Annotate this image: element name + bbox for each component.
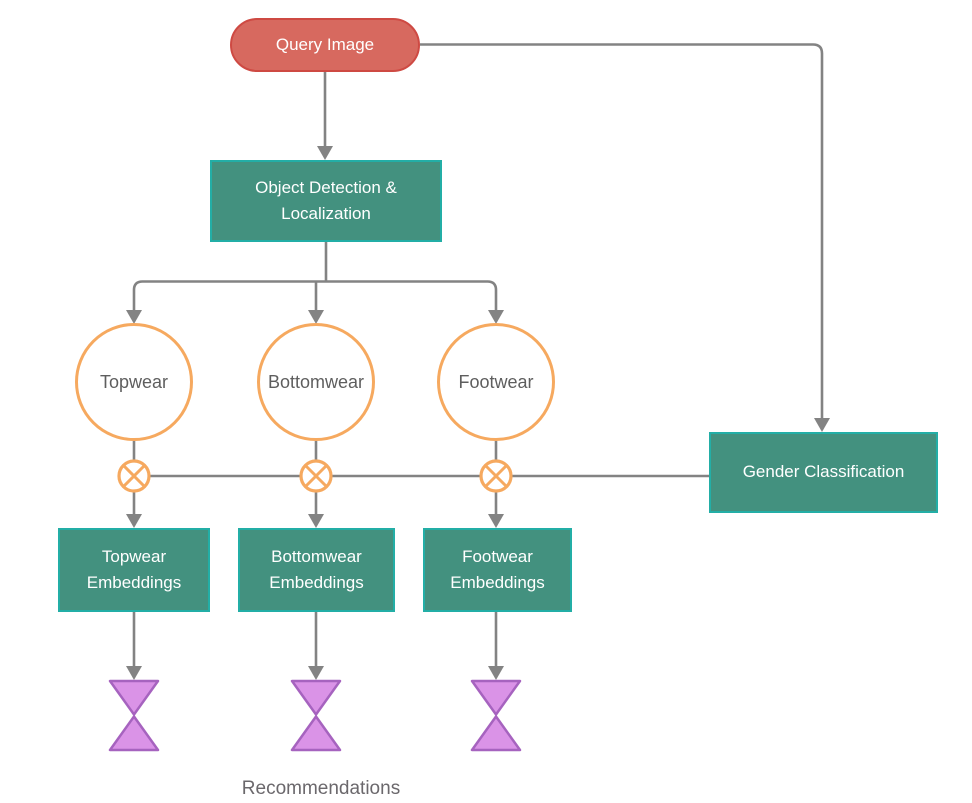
hourglass-icon <box>290 679 342 752</box>
arrowhead-icon <box>126 310 142 324</box>
node-object-detection-label: Object Detection & Localization <box>255 177 397 223</box>
node-gender-classification: Gender Classification <box>709 432 938 513</box>
arrowhead-icon <box>488 514 504 528</box>
node-query-image: Query Image <box>230 18 420 72</box>
hourglass-icon <box>108 679 160 752</box>
node-topwear-embeddings: Topwear Embeddings <box>58 528 210 612</box>
node-footwear: Footwear <box>437 323 555 441</box>
arrowhead-icon <box>488 310 504 324</box>
hourglass-icon <box>470 679 522 752</box>
node-footwear-embeddings-label: Footwear Embeddings <box>450 546 545 592</box>
arrowhead-icon <box>126 666 142 680</box>
multiply-icon <box>479 459 513 493</box>
recommendations-caption: Recommendations <box>241 778 401 799</box>
node-footwear-label: Footwear <box>458 371 534 392</box>
multiply-icon <box>117 459 151 493</box>
node-footwear-embeddings: Footwear Embeddings <box>423 528 572 612</box>
arrowhead-icon <box>308 666 324 680</box>
arrowhead-icon <box>317 146 333 160</box>
arrowhead-icon <box>814 418 830 432</box>
node-bottomwear-embeddings-label: Bottomwear Embeddings <box>269 546 364 592</box>
node-bottomwear: Bottomwear <box>257 323 375 441</box>
multiply-icon <box>299 459 333 493</box>
connector-query-to-gender <box>420 43 824 419</box>
node-query-image-label: Query Image <box>275 35 375 54</box>
node-topwear-embeddings-label: Topwear Embeddings <box>86 546 182 592</box>
node-gender-classification-label: Gender Classification <box>742 462 905 482</box>
arrowhead-icon <box>488 666 504 680</box>
arrowhead-icon <box>308 310 324 324</box>
node-object-detection: Object Detection & Localization <box>210 160 442 242</box>
arrowhead-icon <box>308 514 324 528</box>
node-bottomwear-embeddings: Bottomwear Embeddings <box>238 528 395 612</box>
node-topwear: Topwear <box>75 323 193 441</box>
node-bottomwear-label: Bottomwear <box>267 371 365 392</box>
node-topwear-label: Topwear <box>99 371 169 392</box>
arrowhead-icon <box>126 514 142 528</box>
